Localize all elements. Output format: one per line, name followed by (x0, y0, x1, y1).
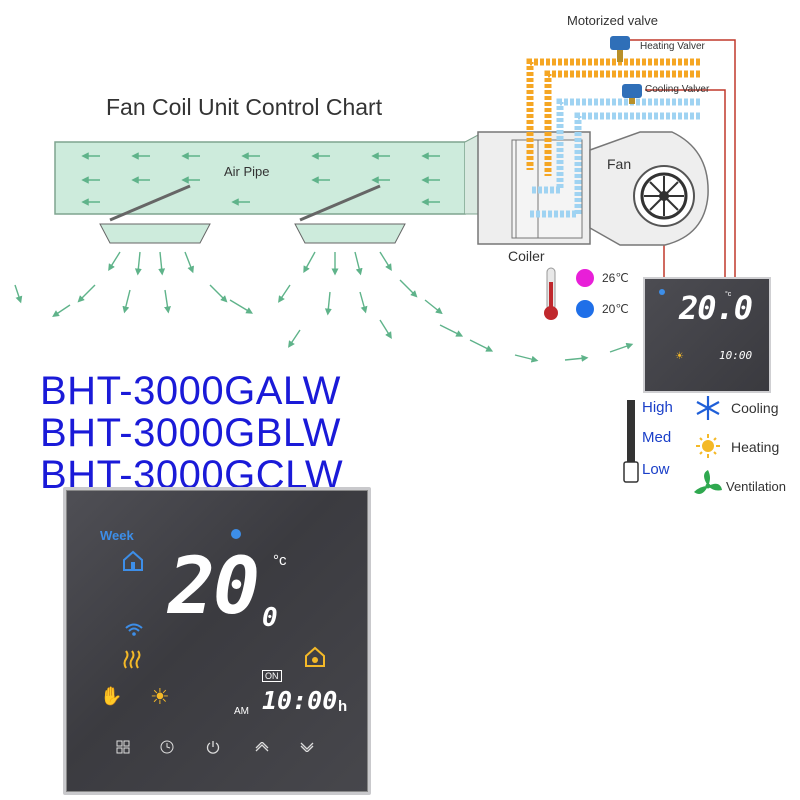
speed-slider (623, 400, 639, 483)
cold-temp-dot (576, 300, 594, 318)
home-schedule-icon (123, 550, 143, 571)
fan-label: Fan (607, 156, 632, 172)
hot-temp-label: 26℃ (602, 271, 629, 285)
thermometer-icon (544, 267, 558, 320)
down-button[interactable] (299, 742, 315, 752)
ventilation-label: Ventilation (726, 479, 786, 494)
am-label: AM (234, 706, 249, 717)
air-flow-arrows (81, 152, 440, 206)
week-label: Week (100, 528, 134, 543)
heating-valve-label: Heating Valver (640, 41, 705, 52)
air-pipe-label: Air Pipe (224, 164, 270, 179)
small-temp-unit: °c (725, 291, 732, 298)
air-outflow-arrows (14, 251, 634, 363)
thermostat-small: 20.0 °c ☀ 10:00 (643, 277, 771, 393)
motorized-valve-label: Motorized valve (567, 13, 659, 28)
up-button[interactable] (254, 742, 270, 752)
temperature-unit: °c (273, 552, 287, 569)
diffuser-right (294, 184, 406, 244)
small-sun-icon: ☀ (675, 351, 684, 362)
hour-suffix: h (338, 698, 348, 715)
wifi-icon (125, 623, 143, 636)
speed-high-label: High (642, 399, 673, 416)
control-wiring (630, 39, 736, 282)
snowflake-icon (696, 396, 720, 420)
cooling-label: Cooling (731, 400, 779, 416)
clock-button[interactable] (160, 740, 174, 754)
coiler-label: Coiler (508, 248, 545, 264)
sun-icon (696, 434, 720, 458)
temperature-display: 20 (168, 542, 260, 632)
lock-icon (231, 529, 241, 539)
air-pipe (54, 141, 466, 215)
heating-pipe (526, 58, 700, 176)
cold-temp-label: 20℃ (602, 302, 629, 316)
cooling-valve (622, 84, 642, 104)
cooling-valve-label: Cooling Valver (645, 84, 710, 95)
power-button[interactable] (206, 740, 220, 754)
week-dot-icon (659, 289, 665, 295)
sun-mode-icon: ☀ (150, 684, 170, 709)
fan-housing (589, 131, 709, 246)
on-badge: ON (262, 670, 282, 682)
hot-temp-dot (576, 269, 594, 287)
menu-grid-button[interactable] (116, 740, 130, 754)
small-time-display: 10:00 (719, 349, 753, 362)
manual-hand-icon: ✋ (100, 686, 123, 706)
diffuser-left (99, 184, 211, 244)
model-list: BHT-3000GALW BHT-3000GBLW BHT-3000GCLW (40, 370, 343, 496)
thermostat-panel: Week 20 °c 0 ✋ ☀ ON AM 10:00 h (63, 487, 371, 795)
speed-med-label: Med (642, 429, 672, 446)
heating-label: Heating (731, 439, 780, 455)
clock-display: 10:00 (262, 686, 338, 715)
heating-waves-icon (123, 650, 141, 669)
model-name: BHT-3000GALW (40, 369, 341, 413)
small-temp-display: 20.0 (679, 289, 753, 327)
temperature-decimal: 0 (262, 603, 278, 633)
speed-low-label: Low (642, 461, 670, 478)
heating-valve (610, 36, 630, 62)
ventilation-icon (694, 470, 722, 494)
away-home-icon (305, 646, 325, 667)
chart-title: Fan Coil Unit Control Chart (106, 94, 383, 120)
model-name: BHT-3000GBLW (40, 411, 341, 455)
